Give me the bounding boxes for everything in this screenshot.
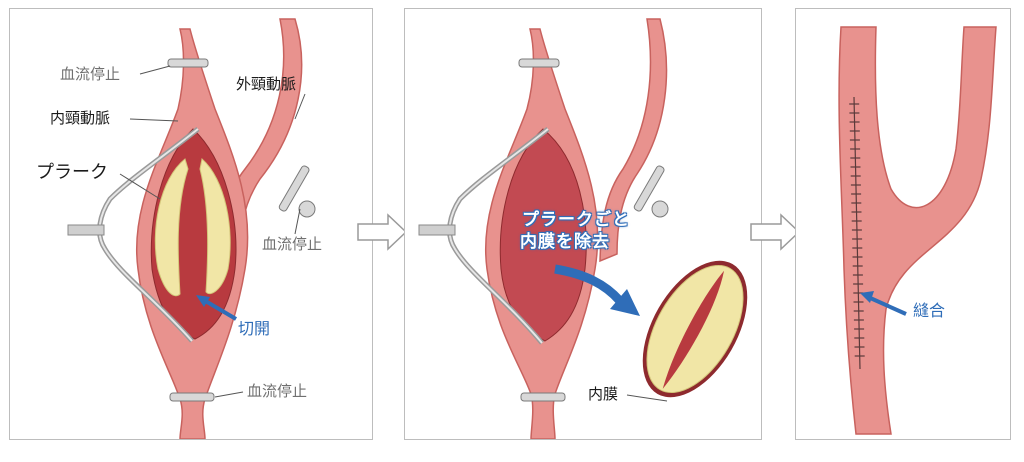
clamp-bottom (169, 392, 215, 402)
label-flow-stop-bottom: 血流停止 (247, 382, 308, 400)
suture-arrow (867, 295, 907, 316)
label-suture: 縫合 (913, 301, 946, 320)
label-internal-carotid: 内頸動脈 (50, 109, 111, 127)
label-flow-stop-top: 血流停止 (60, 65, 121, 83)
panel-incision: 血流停止 外頸動脈 内頸動脈 プラーク 血流停止 切開 血流停止 (9, 8, 373, 440)
label-incision: 切開 (238, 319, 271, 338)
incision-arrow (200, 297, 238, 321)
retractor-handle (67, 224, 105, 236)
step-arrow-1 (357, 213, 408, 251)
suture-line (853, 96, 861, 370)
plaque-right (199, 158, 231, 295)
clamp-branch (278, 165, 310, 212)
panel-suture: 縫合 (795, 8, 1011, 440)
clamp-top (167, 58, 209, 68)
label-flow-stop-right: 血流停止 (262, 235, 323, 253)
artery-incision-illustration (67, 18, 316, 439)
suture-illustration (838, 26, 997, 435)
plaque-left (154, 158, 189, 297)
removed-plaque (642, 260, 748, 398)
label-plaque: プラーク (36, 162, 108, 183)
label-external-carotid: 外頸動脈 (236, 75, 297, 93)
step-arrow-2 (750, 213, 801, 251)
removal-arrow (554, 264, 624, 305)
label-remove-line1: プラークごと (522, 210, 630, 230)
label-remove-line2: 内膜を除去 (520, 232, 610, 252)
sutured-artery-shape (838, 26, 997, 435)
label-intima: 内膜 (588, 385, 619, 403)
cleaned-lumen (499, 128, 587, 342)
plaque-removal-illustration (418, 18, 748, 439)
suture-stitches (849, 103, 865, 357)
panel-plaque-removal: プラークごと 内膜を除去 内膜 (404, 8, 762, 440)
